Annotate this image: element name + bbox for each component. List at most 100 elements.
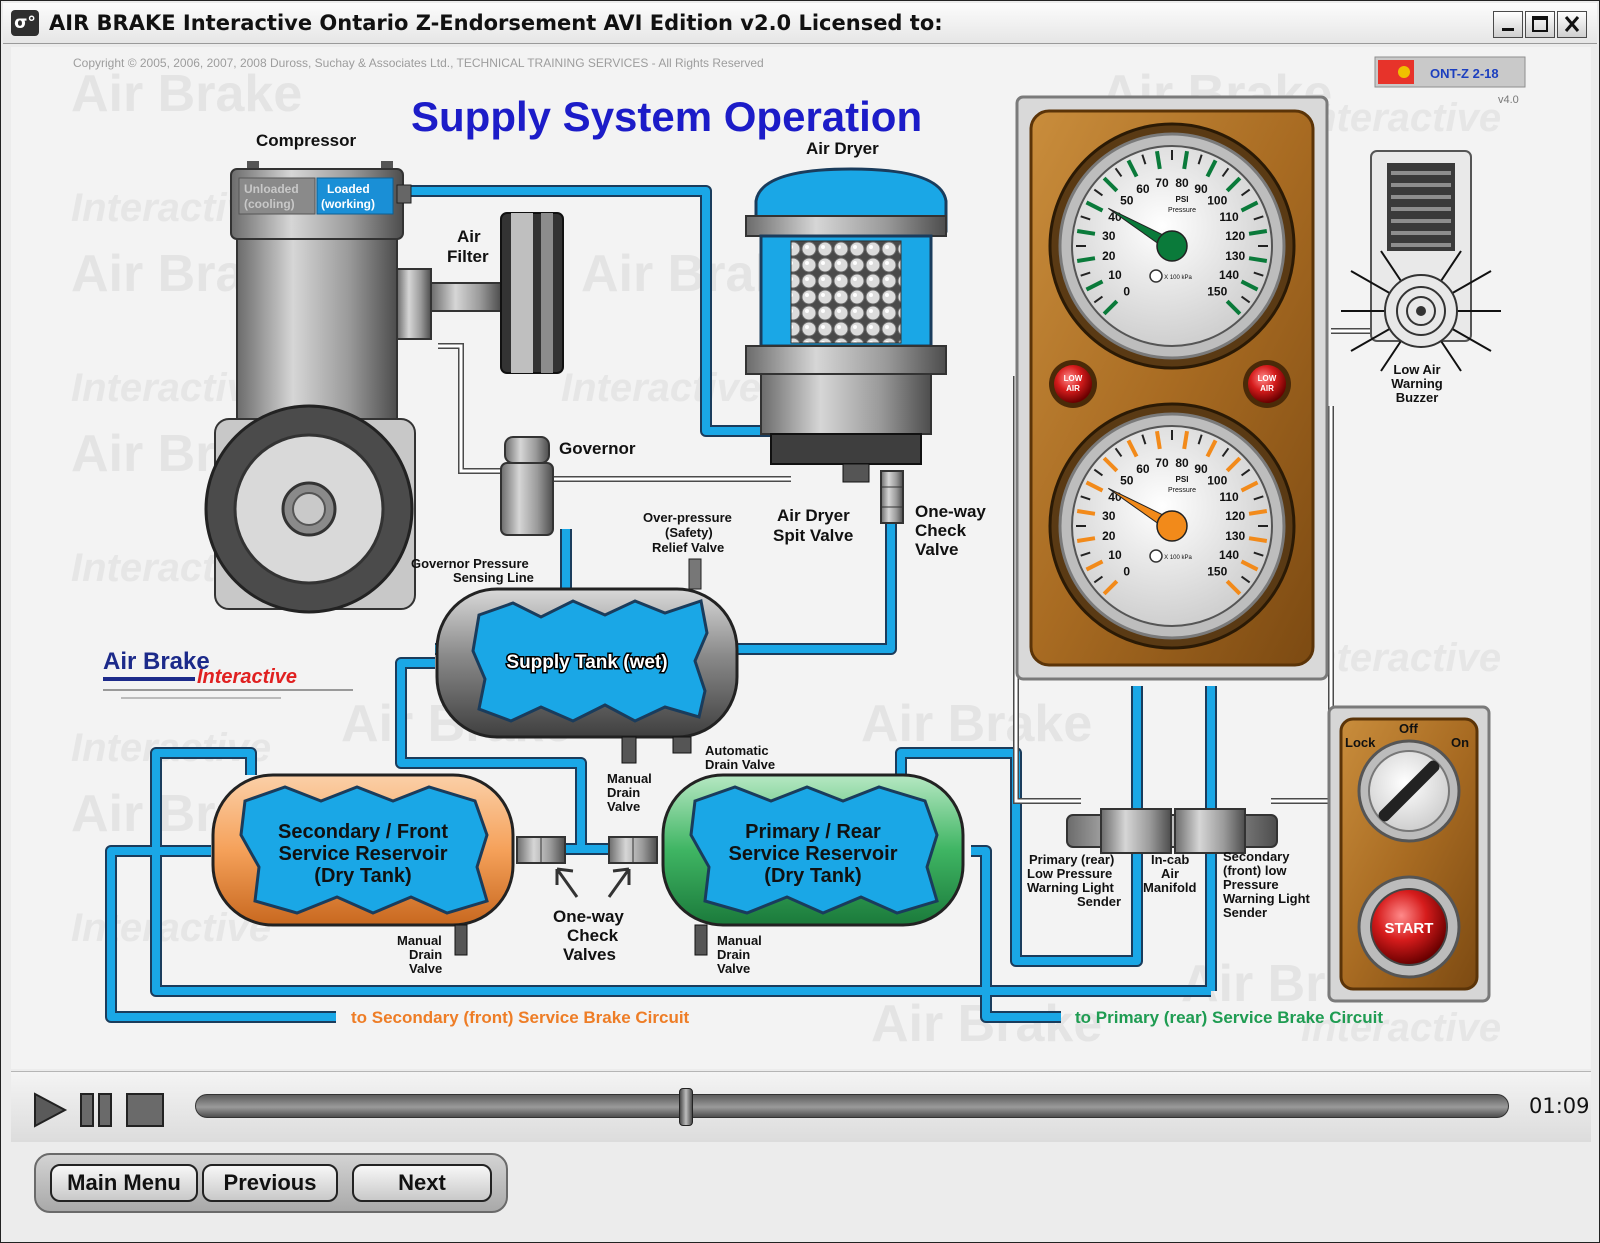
next-button[interactable]: Next: [352, 1164, 492, 1202]
app-icon: σ°: [11, 10, 39, 36]
gauge-tick-label: 20: [1102, 529, 1116, 543]
primary-tank-label: Primary / Rear: [745, 821, 881, 843]
gauge-tick: [1240, 468, 1251, 477]
gauge-tick-label: 130: [1225, 529, 1245, 543]
play-button[interactable]: [29, 1090, 69, 1130]
manual-drain-label: Manual: [717, 933, 762, 948]
gauge-tick-label: 90: [1194, 182, 1208, 196]
gauge-tick: [1102, 456, 1119, 473]
gauge-unit-label: PSI: [1176, 195, 1189, 204]
stop-button[interactable]: [125, 1090, 165, 1130]
check-valves[interactable]: [516, 836, 658, 898]
gauge-kpa-label: X 100 kPa: [1164, 555, 1192, 561]
buzzer-label: Buzzer: [1396, 390, 1439, 405]
seek-thumb[interactable]: [679, 1088, 694, 1126]
low-air-text: AIR: [1260, 384, 1274, 393]
maximize-button[interactable]: [1525, 11, 1555, 38]
gauge-tick-label: 30: [1102, 509, 1116, 523]
check-valves-label: One-way: [553, 907, 624, 926]
gauge-tick: [1080, 271, 1091, 277]
close-icon: [1564, 16, 1580, 32]
gauge-tick: [1085, 279, 1104, 292]
secondary-tank-label: Service Reservoir: [278, 843, 447, 865]
gauge-tick: [1205, 439, 1218, 458]
air-dryer-label: Air Dryer: [806, 139, 879, 158]
gauge-tick: [1085, 200, 1104, 213]
air-filter-label: Filter: [447, 247, 489, 266]
loaded-indicator: [316, 177, 394, 215]
low-air-text: LOW: [1258, 374, 1277, 383]
manual-drain-label: Manual: [397, 933, 442, 948]
minimize-icon: [1502, 28, 1514, 31]
gauge-tick: [1240, 559, 1259, 572]
secondary-sender-label: Secondary: [1223, 849, 1290, 864]
relief-valve[interactable]: [688, 558, 702, 590]
ignition-lock-label: Lock: [1345, 735, 1376, 750]
gauge-tick-label: 10: [1108, 548, 1122, 562]
manual-drain-label: Valve: [717, 961, 750, 976]
secondary-tank-label: Secondary / Front: [278, 821, 448, 843]
primary-tank[interactable]: Primary / Rear Service Reservoir (Dry Ta…: [661, 773, 965, 956]
version-badge[interactable]: ONT-Z 2-18: [1374, 56, 1526, 88]
title-bar[interactable]: σ° AIR BRAKE Interactive Ontario Z-Endor…: [3, 3, 1597, 44]
supply-system-diagram: Air Brake Air Brake Air Brake Air Brake …: [11, 47, 1591, 1069]
manual-drain-label: Manual: [607, 771, 652, 786]
primary-circuit-label: to Primary (rear) Service Brake Circuit: [1075, 1008, 1383, 1027]
gauge-tick: [1253, 495, 1264, 501]
gauge-kpa-marker: [1149, 549, 1163, 563]
gauge-tick: [1253, 215, 1264, 221]
manual-drain-label: Drain: [409, 947, 442, 962]
gauge-tick: [1240, 200, 1259, 213]
check-valve-label: Check: [915, 521, 967, 540]
gauge-subunit-label: Pressure: [1168, 487, 1196, 494]
gauge-tick-label: 80: [1175, 176, 1189, 190]
gauge-tick-label: 80: [1175, 456, 1189, 470]
relief-valve-label: Over-pressure: [643, 510, 732, 525]
pause-button[interactable]: [77, 1090, 117, 1130]
check-valve-label: One-way: [915, 502, 986, 521]
secondary-tank[interactable]: Secondary / Front Service Reservoir (Dry…: [211, 773, 515, 956]
gauge-tick-label: 120: [1225, 509, 1245, 523]
gauge-tick: [1114, 447, 1123, 458]
logo-text: Air Brake: [103, 648, 210, 675]
governor[interactable]: [500, 436, 554, 536]
main-menu-button[interactable]: Main Menu: [50, 1164, 198, 1202]
primary-sender-label: Low Pressure: [1027, 866, 1112, 881]
gauge-tick-label: 60: [1136, 462, 1150, 476]
start-button[interactable]: START: [1357, 875, 1461, 979]
compressor[interactable]: Compressor Unloaded (cooling) Loaded (wo…: [204, 131, 502, 614]
gauge-tick: [1155, 150, 1162, 170]
gauge-hub: [1156, 510, 1188, 542]
logo-text: Interactive: [197, 666, 297, 688]
gauge-tick: [1221, 447, 1230, 458]
badge-text: ONT-Z 2-18: [1430, 66, 1499, 81]
media-player: 01:09: [11, 1071, 1591, 1142]
primary-sender-label: Warning Light: [1027, 880, 1115, 895]
previous-button[interactable]: Previous: [202, 1164, 338, 1202]
in-cab-air-manifold[interactable]: [1066, 808, 1278, 854]
low-air-buzzer: Low Air Warning Buzzer: [1341, 150, 1501, 405]
compressor-label: Compressor: [256, 131, 357, 150]
navigation-bar: Main Menu Previous Next: [34, 1153, 508, 1213]
air-filter[interactable]: Air Filter: [447, 212, 564, 374]
secondary-circuit-label: to Secondary (front) Service Brake Circu…: [351, 1008, 690, 1027]
gauge-tick: [1205, 159, 1218, 178]
unloaded-sublabel: (cooling): [244, 197, 295, 211]
dryer-check-valve[interactable]: [880, 470, 904, 524]
ignition-key-switch[interactable]: [1357, 739, 1461, 843]
close-button[interactable]: [1557, 11, 1587, 38]
gauge-tick-label: 50: [1120, 474, 1134, 488]
gauge-tick: [1093, 575, 1104, 584]
air-dryer[interactable]: Air Dryer: [745, 139, 948, 483]
seek-bar[interactable]: [195, 1094, 1509, 1118]
minimize-button[interactable]: [1493, 11, 1523, 38]
gauge-tick: [1248, 536, 1268, 543]
secondary-sender-label: Warning Light: [1223, 891, 1311, 906]
supply-tank[interactable]: Supply Tank (wet): [435, 587, 739, 764]
gauge-tick: [1225, 456, 1242, 473]
gauge-tick-label: 70: [1155, 176, 1169, 190]
gauge-tick: [1240, 295, 1251, 304]
